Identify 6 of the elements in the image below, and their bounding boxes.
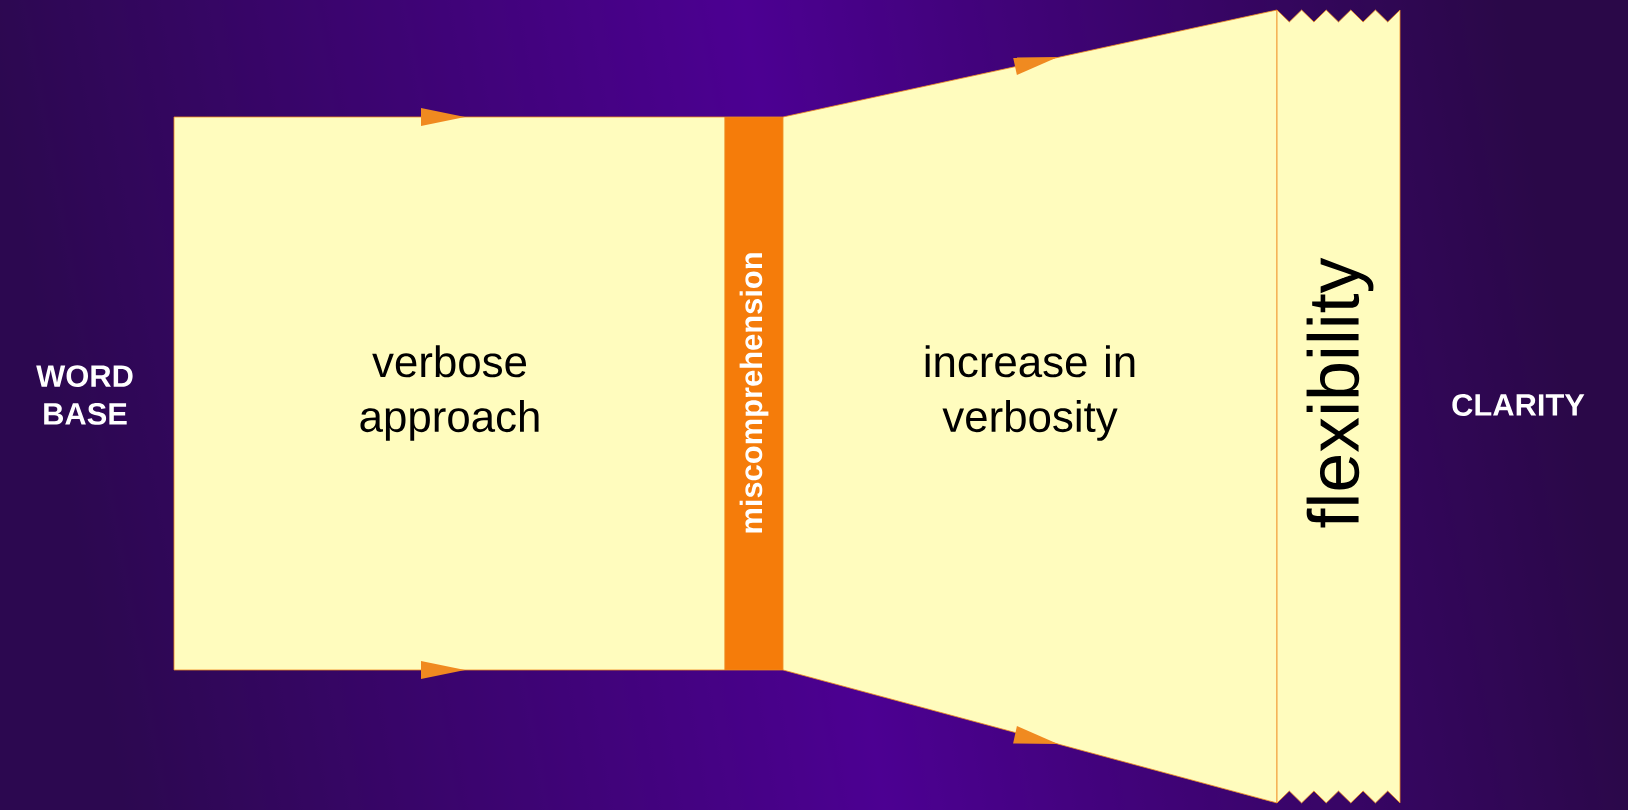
vertical-bar: miscomprehension bbox=[724, 116, 784, 671]
zigzag-band: flexibility bbox=[1276, 9, 1401, 804]
node-label: increase in verbosity bbox=[925, 345, 1135, 441]
clarity-label: CLARITY bbox=[1452, 394, 1585, 416]
process-box: verbose approach bbox=[173, 116, 726, 671]
word-base-label: WORD BASE bbox=[36, 365, 133, 425]
